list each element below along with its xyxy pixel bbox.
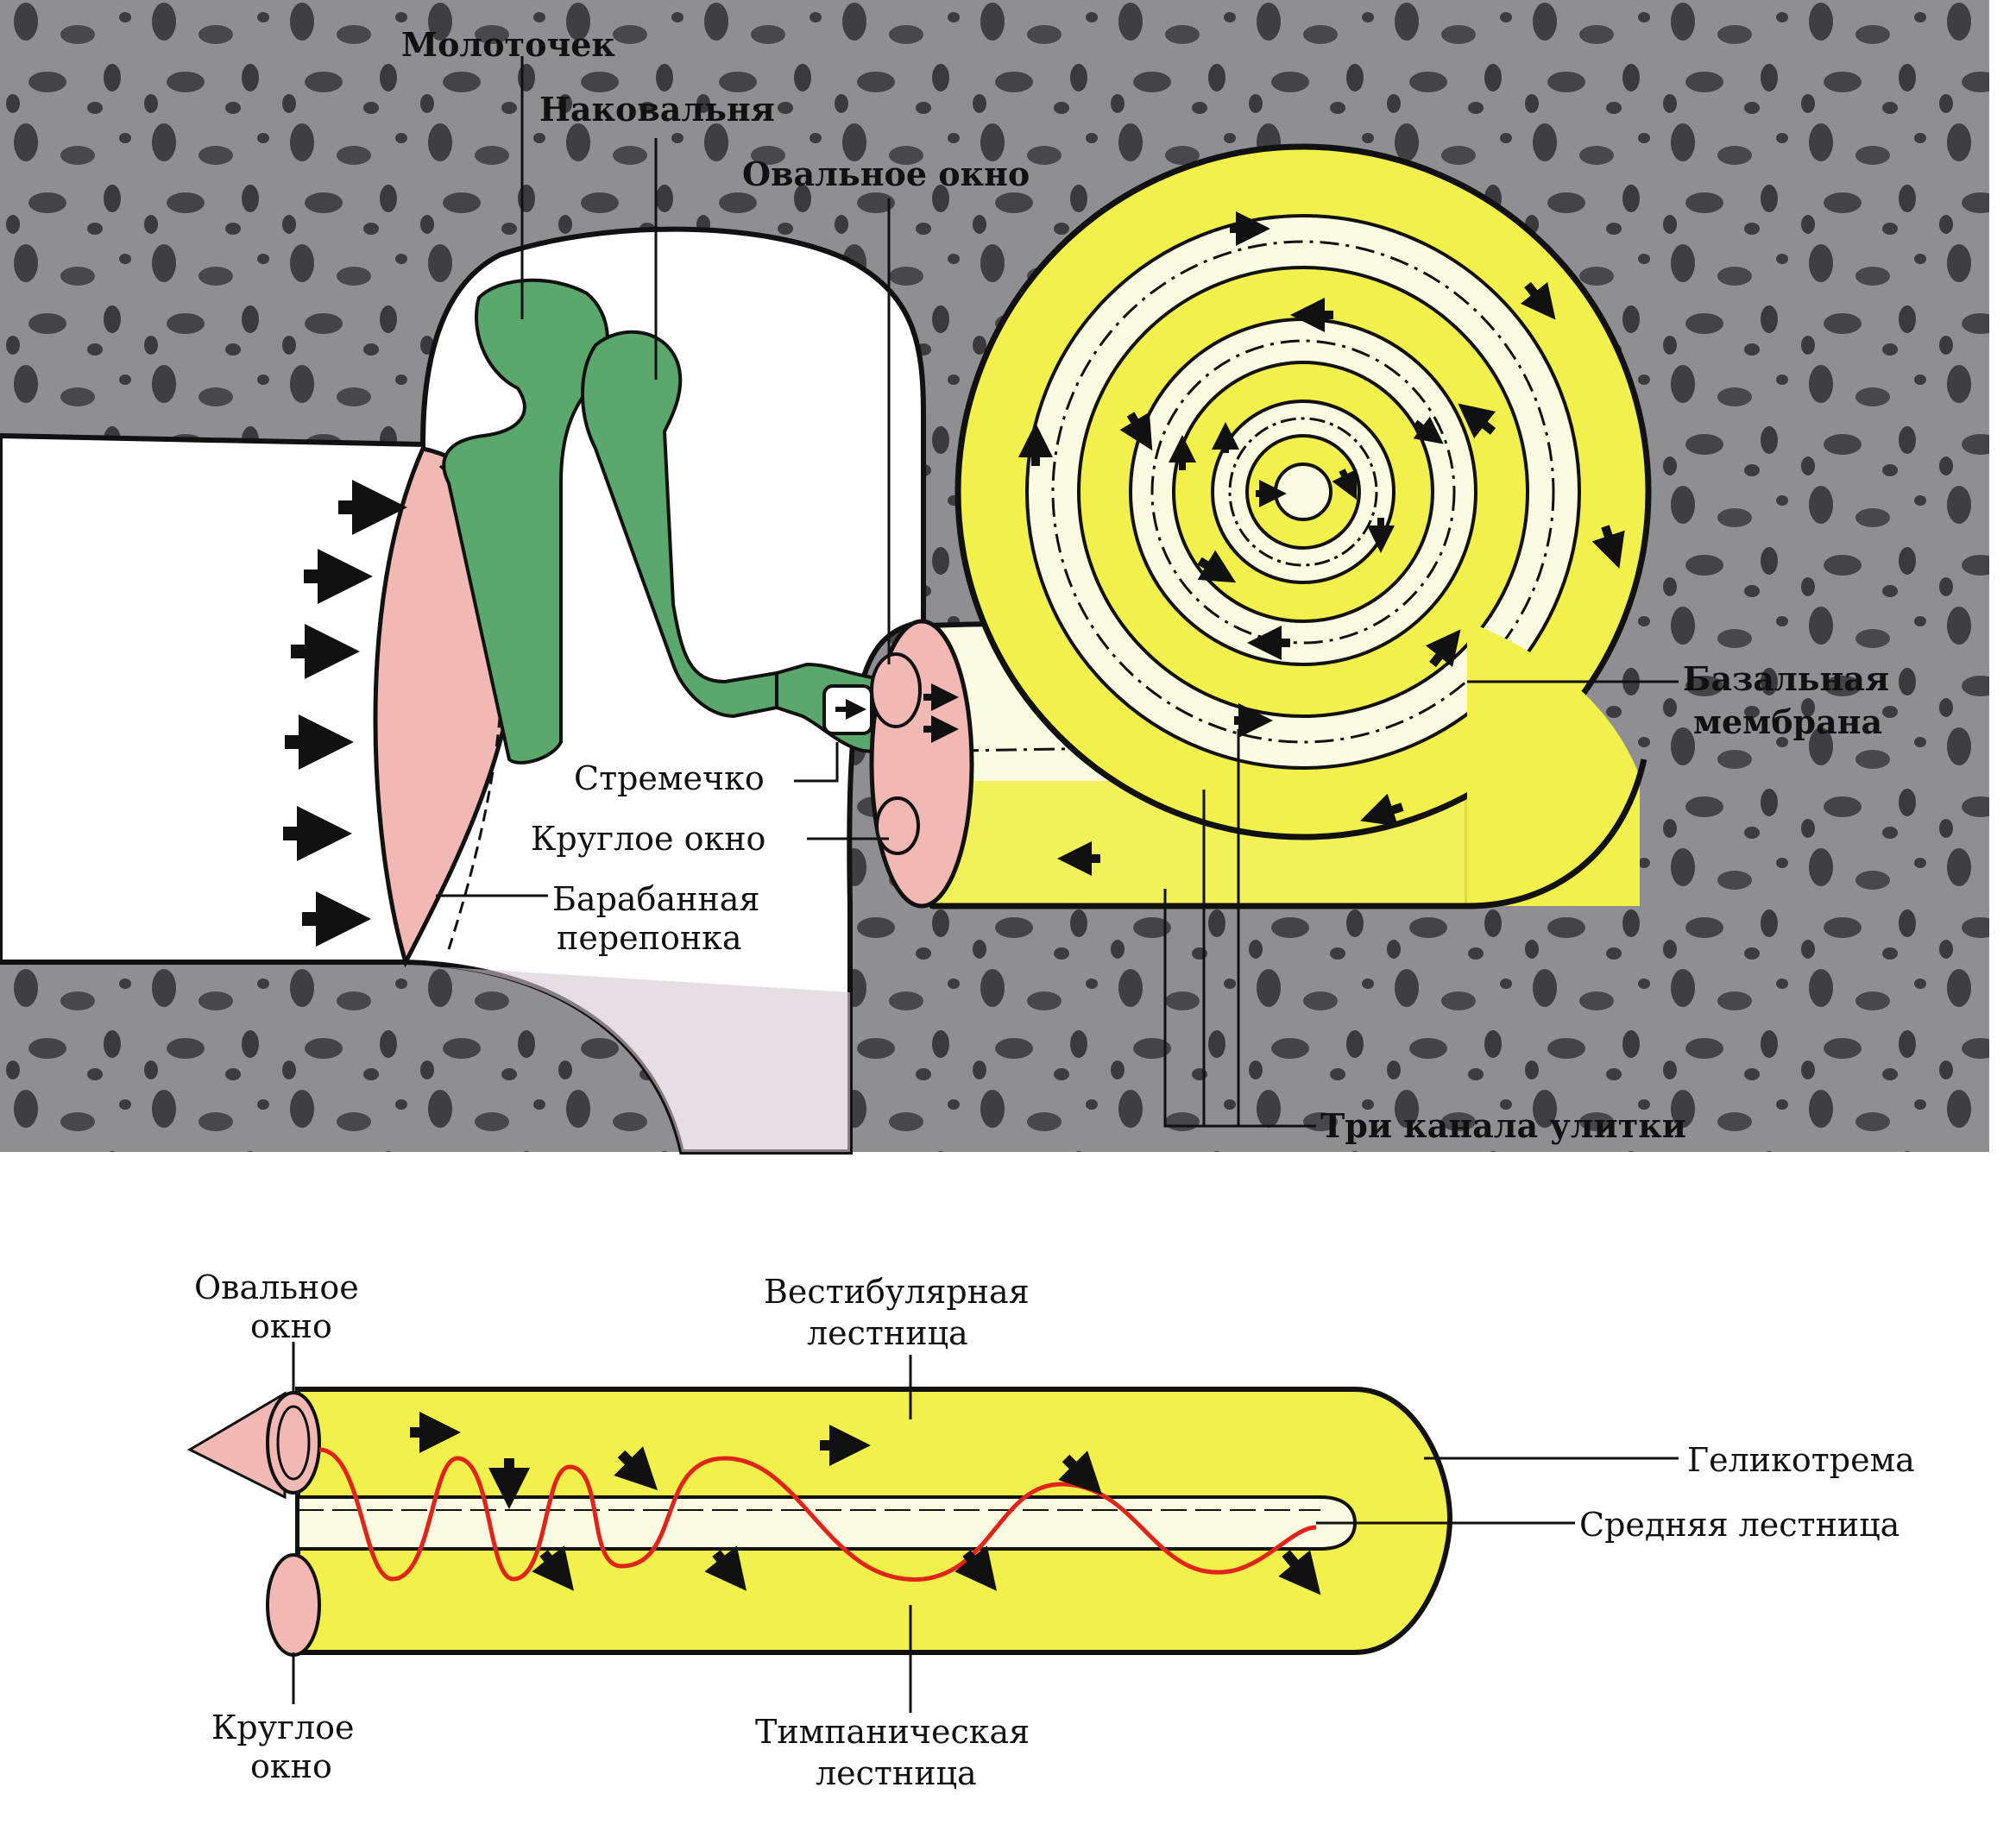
label-cochlea-channels: Три канала улитки [1320, 1106, 1686, 1145]
flow-arrow [1119, 412, 1153, 451]
label-basilar-membrane-1: Базальная [1683, 659, 1889, 698]
label-basilar-membrane-2: мембрана [1693, 702, 1882, 741]
upper-leader-lines [436, 56, 1679, 1128]
upper-diagram: Молоточек Наковальня Овальное окно Базал… [0, 0, 1989, 1155]
flow-arrow [614, 1446, 658, 1490]
flow-arrow [1520, 281, 1556, 320]
round-window-opening [875, 796, 920, 855]
label-incus: Наковальня [539, 90, 775, 129]
incus-bone [581, 330, 791, 719]
round-window-ellipse [266, 1553, 321, 1657]
oval-window-inner [276, 1405, 311, 1481]
fluid-flow-arrows [923, 211, 1625, 876]
flow-arrow [1591, 525, 1625, 569]
label-helicotrema: Геликотрема [1687, 1441, 1915, 1479]
flow-arrow [954, 1545, 997, 1591]
flow-arrow [1413, 416, 1444, 444]
flow-arrow [1332, 469, 1358, 500]
malleus-bone [442, 278, 609, 765]
cochlea-junction [1467, 621, 1640, 906]
label-lower-oval-window-2: окно [250, 1307, 332, 1345]
flow-arrow [1278, 1550, 1321, 1595]
label-scala-tympani-2: лестница [816, 1754, 977, 1792]
label-scala-media: Средняя лестница [1579, 1506, 1899, 1544]
flow-arrow [532, 1545, 574, 1591]
label-lower-oval-window-1: Овальное [194, 1268, 359, 1306]
label-tympanic-membrane-1: Барабанная [552, 880, 759, 918]
label-scala-vestibuli-1: Вестибулярная [764, 1273, 1030, 1311]
flow-arrow [1058, 1451, 1102, 1495]
flow-arrow [1425, 629, 1461, 668]
scala-media-strip [296, 1495, 1358, 1551]
label-lower-round-window-2: окно [250, 1747, 332, 1785]
label-round-window: Круглое окно [531, 820, 765, 858]
label-stapes: Стремечко [574, 759, 765, 797]
sound-wave-arrows [283, 480, 407, 947]
flow-arrow [1458, 403, 1496, 439]
label-oval-window: Овальное окно [742, 154, 1030, 193]
flow-arrow [704, 1545, 747, 1591]
label-scala-tympani-1: Тимпаническая [755, 1713, 1030, 1751]
lower-leader-lines [292, 1342, 1679, 1713]
label-malleus: Молоточек [401, 25, 615, 64]
lower-diagram: Овальное окно Вестибулярная лестница Гел… [186, 1268, 1915, 1792]
lower-flow-arrows [410, 1412, 1321, 1595]
label-lower-round-window-1: Круглое [211, 1709, 355, 1746]
cochlea-outer-edge [932, 758, 1647, 909]
label-tympanic-membrane-2: перепонка [557, 919, 742, 957]
flow-arrow [1360, 793, 1404, 827]
flow-arrow [1197, 550, 1237, 583]
middle-ear-floor-shadow [406, 965, 850, 1152]
label-scala-vestibuli-2: лестница [807, 1314, 968, 1352]
oval-window-opening [870, 652, 922, 728]
